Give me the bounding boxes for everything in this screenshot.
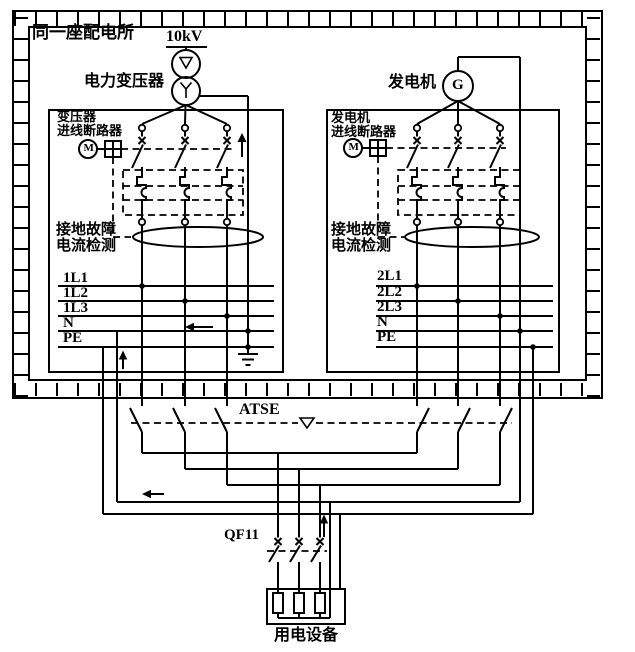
label-line-1: 变压器 — [57, 109, 97, 124]
right-incoming-breaker — [343, 123, 521, 408]
hv-voltage-label: 10kV — [166, 28, 203, 45]
label-line-1: 发电机 — [331, 110, 371, 125]
bus-label-PE-right: PE — [377, 329, 397, 345]
generator-incoming-breaker-label: 发电机 进线断路器 — [331, 111, 396, 138]
feeder-conductors — [277, 453, 341, 618]
release-box — [397, 169, 521, 216]
transformer-symbol — [171, 49, 201, 106]
load-equipment-label: 用电设备 — [273, 627, 338, 644]
current-direction-arrow-left-n-bus — [185, 322, 213, 332]
wall-left-bricks — [14, 12, 28, 397]
transformer-fan-links — [141, 104, 228, 125]
label-line-1: 接地故障 — [56, 221, 117, 238]
right-busbars — [376, 283, 553, 350]
n-pe-tie-conductors — [102, 331, 534, 515]
bus-label-N-right: N — [377, 314, 388, 330]
label-line-2: 进线断路器 — [57, 122, 123, 138]
earth-fault-detection-label-left: 接地故障 电流检测 — [56, 222, 116, 254]
wall-right-bricks — [587, 12, 600, 397]
current-direction-arrow-left-n-line — [142, 489, 164, 499]
qf11-label: QF11 — [224, 527, 260, 543]
left-busbars — [58, 283, 274, 350]
bus-label-1L1: 1L1 — [63, 270, 89, 286]
atse-triangle-symbol — [298, 417, 316, 430]
right-earth-fault-ct — [404, 226, 540, 248]
generator-neutral-conductor — [457, 56, 521, 502]
earth-symbol — [238, 353, 258, 366]
left-earth-fault-ct — [132, 226, 264, 248]
generator-fan-links — [416, 100, 501, 125]
wall-inner-rail — [28, 26, 587, 381]
substation-title: 同一座配电所 — [32, 23, 134, 42]
left-switchboard-box — [48, 109, 284, 373]
label-line-1: 接地故障 — [331, 221, 392, 238]
atse-switch — [129, 407, 513, 486]
bus-label-2L3: 2L3 — [377, 299, 403, 315]
motor-operator-letter-right: M — [348, 140, 359, 153]
motor-operator-letter-left: M — [83, 141, 94, 154]
bus-label-1L2: 1L2 — [63, 285, 89, 301]
label-line-2: 电流检测 — [56, 236, 117, 254]
current-direction-arrow-up-n-tie — [118, 350, 128, 369]
generator-symbol-letter: G — [452, 77, 464, 93]
generator-label: 发电机 — [388, 74, 437, 91]
bus-label-1L3: 1L3 — [63, 300, 89, 316]
label-line-2: 电流检测 — [331, 236, 392, 254]
wall-outer-rail — [12, 10, 603, 399]
bus-label-2L2: 2L2 — [377, 284, 403, 300]
transformer-neutral-conductor — [199, 95, 249, 353]
current-direction-arrow-up-left-neutral — [237, 133, 247, 157]
earth-fault-detection-label-right: 接地故障 电流检测 — [331, 222, 391, 254]
qf11-breaker — [267, 537, 327, 594]
left-incoming-breaker — [78, 123, 244, 408]
current-direction-arrow-up-qf-neutral — [319, 514, 329, 537]
bus-label-2L1: 2L1 — [377, 268, 403, 284]
power-transformer-label: 电力变压器 — [84, 73, 165, 90]
wall-bottom-bricks — [14, 383, 601, 396]
load-box — [266, 588, 346, 625]
wall-top-bricks — [14, 12, 601, 26]
release-box — [122, 169, 244, 216]
atse-label: ATSE — [239, 401, 280, 418]
transformer-incoming-breaker-label: 变压器 进线断路器 — [57, 110, 122, 137]
bus-label-PE-left: PE — [63, 330, 83, 346]
bus-label-N-left: N — [63, 315, 74, 331]
right-switchboard-box — [326, 109, 560, 373]
label-line-2: 进线断路器 — [331, 123, 397, 139]
